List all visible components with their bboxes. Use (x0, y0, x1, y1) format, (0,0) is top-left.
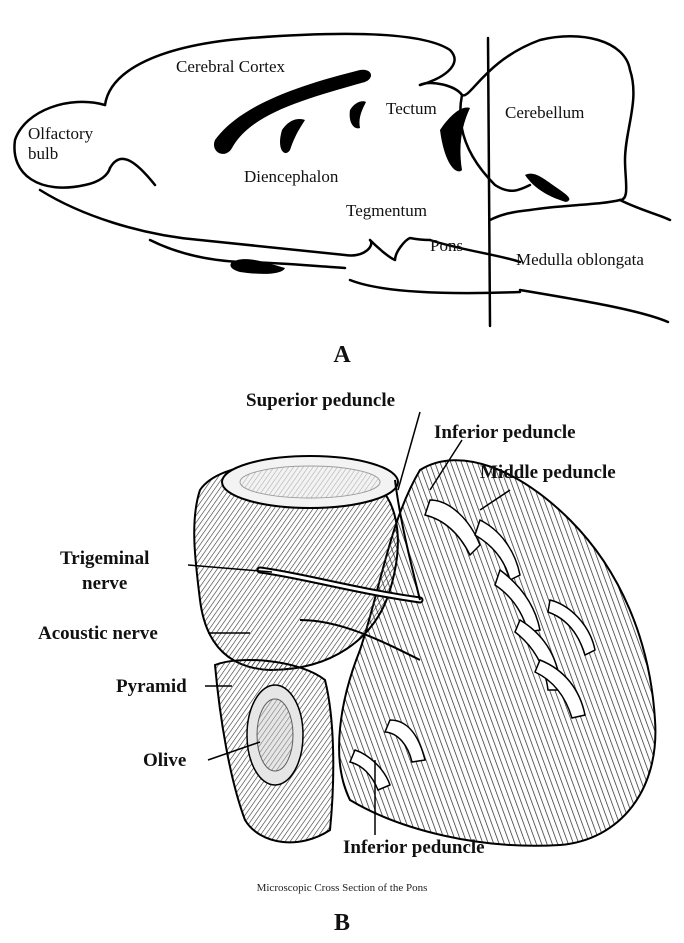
label-inferior-peduncle-bottom: Inferior peduncle (343, 838, 485, 857)
label-trigeminal-line2: nerve (82, 574, 127, 593)
brain-outline-drawing (0, 0, 684, 340)
label-inferior-peduncle-top: Inferior peduncle (434, 423, 576, 442)
label-olfactory-bulb-line1: Olfactory (28, 125, 93, 142)
label-tectum: Tectum (386, 100, 437, 117)
label-superior-peduncle: Superior peduncle (246, 391, 395, 410)
label-pons: Pons (430, 237, 463, 254)
label-tegmentum: Tegmentum (346, 202, 427, 219)
label-middle-peduncle: Middle peduncle (480, 463, 616, 482)
label-pyramid: Pyramid (116, 677, 187, 696)
panel-a-brain-diagram: Olfactory bulb Cerebral Cortex Tectum Ce… (0, 0, 684, 340)
label-cerebellum: Cerebellum (505, 104, 584, 121)
figure-caption: Microscopic Cross Section of the Pons (0, 882, 684, 894)
panel-b-letter: B (0, 910, 684, 937)
label-medulla-oblongata: Medulla oblongata (516, 251, 644, 268)
label-diencephalon: Diencephalon (244, 168, 338, 185)
label-olfactory-bulb-line2: bulb (28, 145, 58, 162)
label-trigeminal-line1: Trigeminal (60, 549, 149, 568)
panel-a-letter: A (0, 342, 684, 369)
label-cerebral-cortex: Cerebral Cortex (176, 58, 285, 75)
label-olive: Olive (143, 751, 186, 770)
label-acoustic-nerve: Acoustic nerve (38, 624, 158, 643)
panel-b-pons-illustration: Superior peduncle Inferior peduncle Midd… (0, 375, 684, 910)
